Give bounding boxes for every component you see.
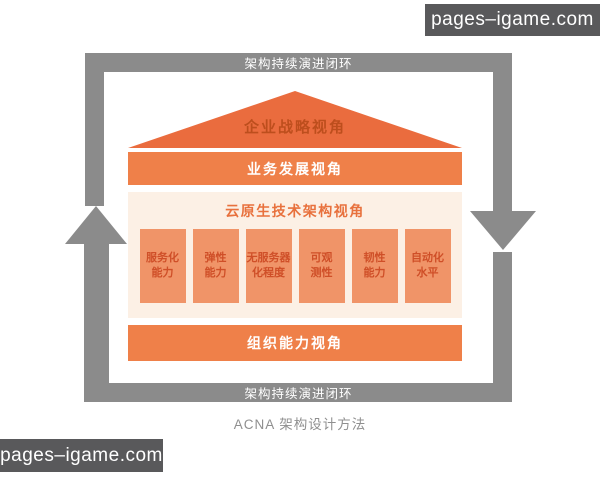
org-bar-label: 组织能力视角 [247,335,343,351]
capability-box: 服务化 能力 [139,229,186,303]
roof-triangle [128,91,462,148]
down-arrow-icon [470,211,536,250]
loop-left-segment [85,53,104,206]
tech-panel: 云原生技术架构视角 服务化 能力 弹性 能力 无服务器 化程度 可观 测性 韧性… [128,192,462,318]
up-arrow-icon [65,206,127,244]
capability-box-label: 韧性 能力 [363,251,386,279]
diagram-caption: ACNA 架构设计方法 [233,417,367,432]
watermark-bottom-left: pages–igame.com [0,439,163,472]
up-arrow-shaft [84,242,109,402]
capability-box-label: 弹性 能力 [204,251,227,279]
capability-box-label: 服务化 能力 [146,251,179,279]
capability-box: 无服务器 化程度 [245,229,292,303]
loop-top-label: 架构持续演进闭环 [244,57,353,71]
roof-label: 企业战略视角 [243,119,346,136]
tech-panel-title: 云原生技术架构视角 [225,203,365,219]
capability-box-label: 自动化 水平 [411,251,444,279]
loop-right-segment-bottom [493,252,512,402]
capability-box-label: 可观 测性 [310,251,333,279]
capability-box: 韧性 能力 [351,229,398,303]
capability-box-label: 无服务器 化程度 [246,251,291,279]
capability-box-row: 服务化 能力 弹性 能力 无服务器 化程度 可观 测性 韧性 能力 自动化 水平 [128,229,462,303]
org-bar: 组织能力视角 [128,325,462,361]
business-bar: 业务发展视角 [128,152,462,185]
watermark-text: pages–igame.com [431,9,594,30]
capability-box: 可观 测性 [298,229,345,303]
capability-box: 弹性 能力 [192,229,239,303]
watermark-top-right: pages–igame.com [425,4,600,36]
loop-top-bar: 架构持续演进闭环 [85,53,512,72]
loop-bottom-label: 架构持续演进闭环 [244,387,353,401]
watermark-text: pages–igame.com [0,444,163,466]
loop-right-segment-top [493,53,512,212]
capability-box: 自动化 水平 [404,229,451,303]
business-bar-label: 业务发展视角 [247,160,343,177]
loop-bottom-bar: 架构持续演进闭环 [85,383,512,402]
